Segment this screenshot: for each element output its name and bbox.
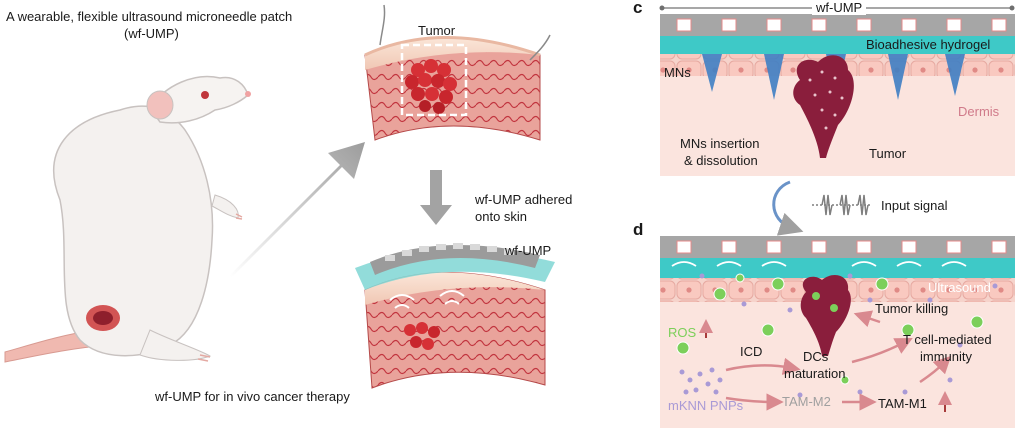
mns-label: MNs [664,65,691,80]
mknn-label: mKNN PNPs [668,398,744,413]
dcs-label-line1: DCs [803,349,829,364]
hydrogel-label: Bioadhesive hydrogel [866,37,991,52]
dcs-label-line2: maturation [784,366,846,381]
panel-d-letter: d [633,220,644,239]
dermis-label: Dermis [958,104,1000,119]
left-caption: wf-UMP for in vivo cancer therapy [155,389,350,404]
insertion-label-line1: MNs insertion [680,136,760,151]
tcell-label-line1: T cell-mediated [903,332,992,347]
ultrasound-label: Ultrasound [928,280,991,295]
input-signal-label: Input signal [881,198,948,213]
wf-ump-patch [355,243,555,309]
left-title-line1: A wearable, flexible ultrasound micronee… [6,9,293,24]
tcell-label-line2: immunity [920,349,973,364]
middle-tumor-label: Tumor [418,23,456,38]
skin-block-bottom [355,243,555,389]
tumor-cluster [405,59,457,114]
panel-d-schematic [660,236,1015,428]
icd-label: ICD [740,344,763,359]
step-label-line1: wf-UMP adhered [475,192,573,207]
panel-c-tumor-label: Tumor [869,146,907,161]
tam-m1-label: TAM-M1 [878,396,927,411]
skin-block-top [364,4,551,141]
ros-particles [676,273,984,385]
tumor-highlight-box [400,43,468,117]
tumor-killing-label: Tumor killing [875,301,949,316]
panel-c-device-label: wf-UMP [812,0,867,15]
down-arrow [420,170,452,225]
middle-patch-label: wf-UMP [505,243,552,258]
insertion-label-line2: & dissolution [684,153,758,168]
cycle-arrow-icon [772,180,804,236]
panel-c-schematic [659,5,1015,176]
tam-m2-label: TAM-M2 [782,394,831,409]
panel-c-letter: c [633,0,643,17]
left-title-line2: (wf-UMP) [124,26,179,41]
ros-label: ROS [668,325,697,340]
mknn-particles [679,273,998,398]
step-label-line2: onto skin [475,209,528,224]
signal-waveform-icon [812,194,872,216]
rat-illustration [4,75,251,363]
progress-arrow [230,142,365,277]
